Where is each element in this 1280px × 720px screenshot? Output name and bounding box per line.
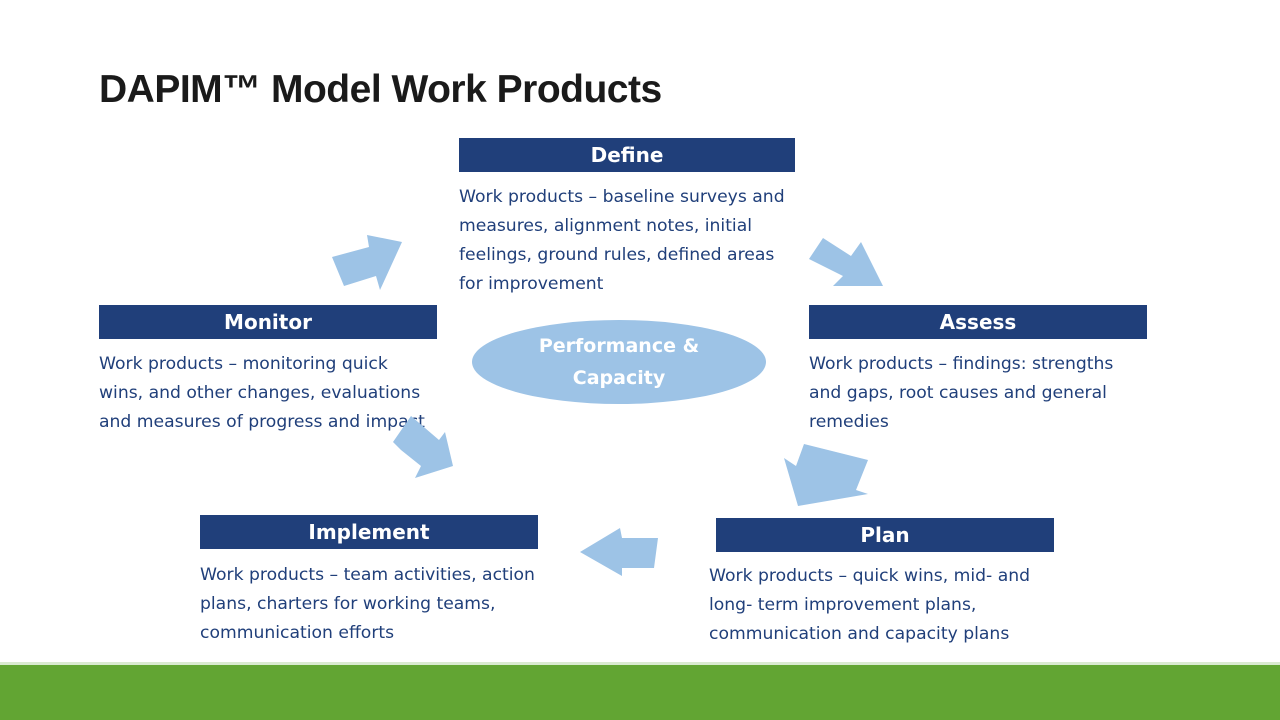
- footer-bar: [0, 665, 1280, 720]
- center-ellipse: Performance & Capacity: [472, 320, 766, 404]
- monitor-header: Monitor: [99, 305, 437, 339]
- define-header: Define: [459, 138, 795, 172]
- slide-title: DAPIM™ Model Work Products: [99, 68, 662, 111]
- arrow-define-to-assess-icon: [809, 238, 883, 286]
- footer-accent-line: [0, 662, 1280, 665]
- arrow-plan-to-implement-icon: [580, 528, 658, 576]
- arrow-implement-to-monitor-icon: [393, 416, 453, 478]
- implement-header: Implement: [200, 515, 538, 549]
- assess-text: Work products – findings: strengths and …: [809, 354, 1114, 432]
- implement-text: Work products – team activities, action …: [200, 565, 535, 643]
- monitor-text: Work products – monitoring quick wins, a…: [99, 354, 425, 432]
- define-text: Work products – baseline surveys and mea…: [459, 187, 785, 294]
- plan-header: Plan: [716, 518, 1054, 552]
- plan-text: Work products – quick wins, mid- and lon…: [709, 566, 1031, 644]
- center-label: Performance & Capacity: [538, 335, 700, 389]
- arrow-assess-to-plan-icon: [784, 444, 868, 506]
- assess-header: Assess: [809, 305, 1147, 339]
- arrow-monitor-to-define-icon: [332, 235, 402, 290]
